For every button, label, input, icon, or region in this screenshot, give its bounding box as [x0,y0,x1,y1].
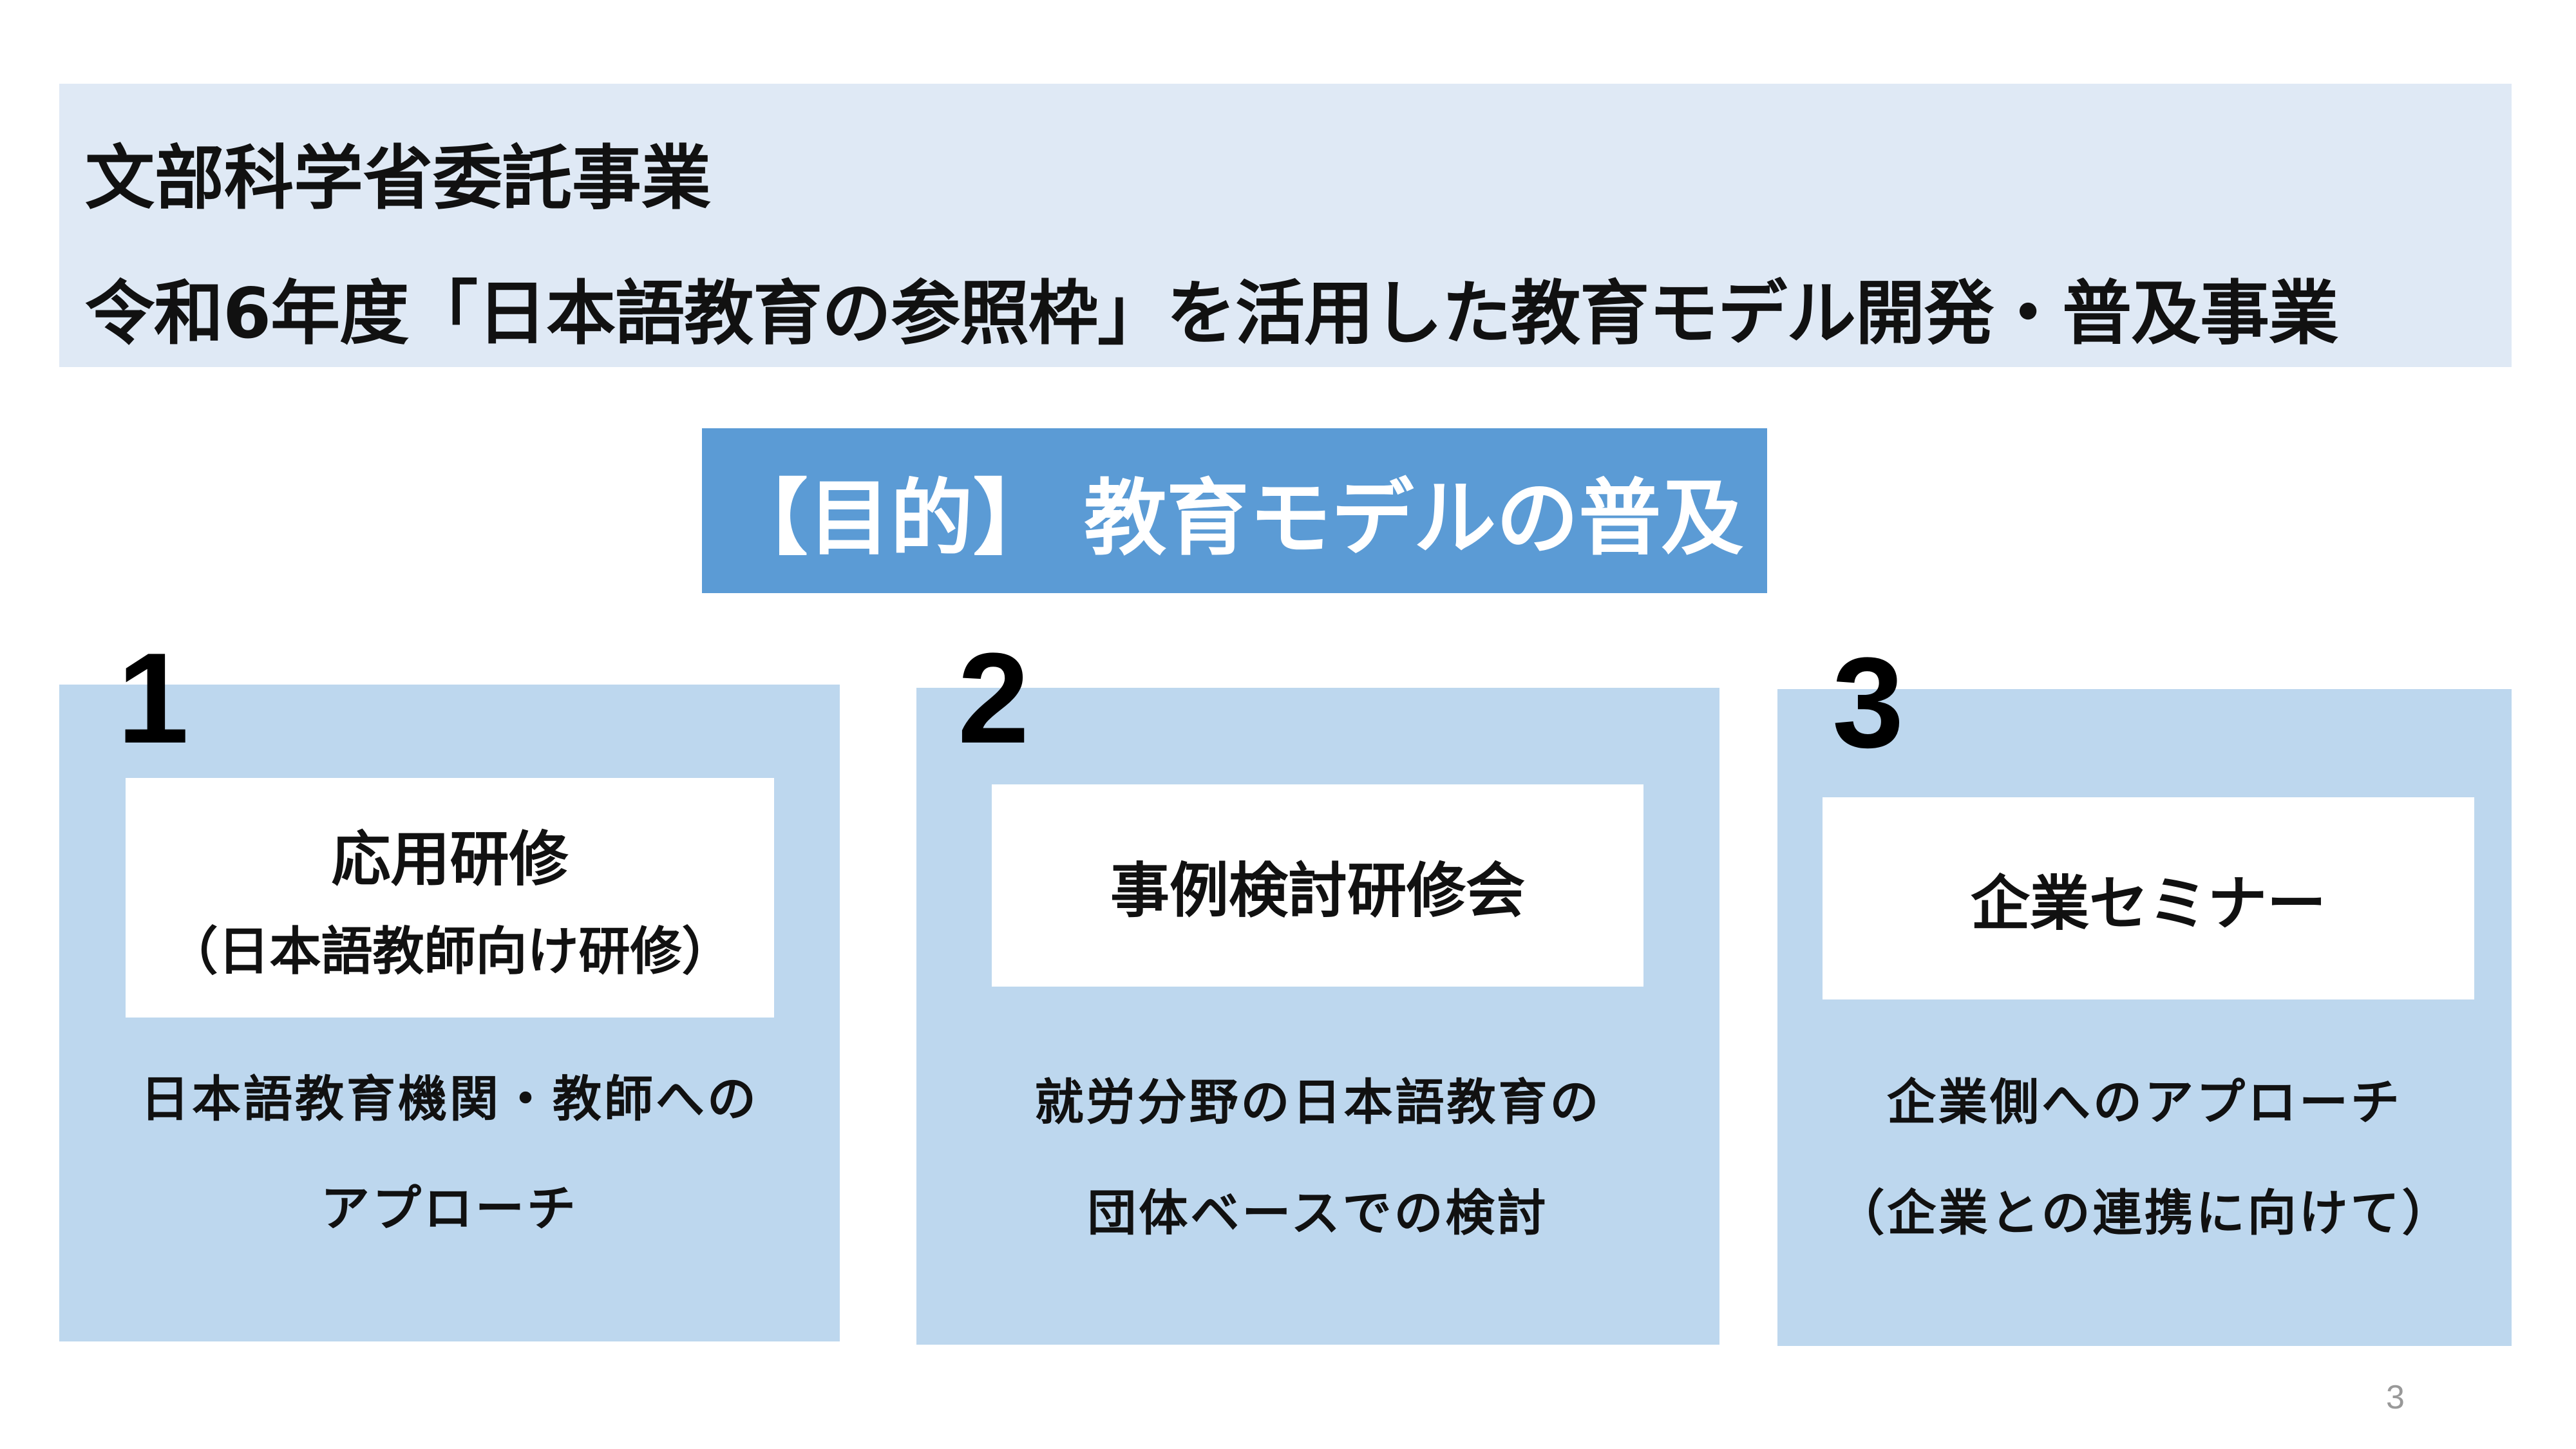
panel-2-card-title: 事例検討研修会 [1110,856,1525,925]
panel-3-desc-line2: （企業との連携に向けて） [1835,1184,2454,1242]
panel-1-card: 応用研修 （日本語教師向け研修） [126,778,774,1018]
panel-3-card: 企業セミナー [1823,797,2474,999]
panel-1-card-title: 応用研修 [331,824,569,894]
panel-3 [1777,689,2512,1346]
panel-2-card: 事例検討研修会 [992,784,1643,987]
purpose-label: 【目的】 教育モデルの普及 [725,470,1744,567]
page-number: 3 [2386,1379,2405,1416]
panel-1-desc-line2: アプローチ [321,1180,578,1237]
panel-3-desc-line1: 企業側へのアプローチ [1887,1074,2402,1131]
header-project-title: 令和6年度「日本語教育の参照枠」を活用した教育モデル開発・普及事業 [85,274,2338,354]
panel-1-number: 1 [117,627,189,770]
panel-1-desc-line1: 日本語教育機関・教師への [140,1070,759,1128]
panel-2-number: 2 [958,627,1030,770]
header-banner: 文部科学省委託事業 令和6年度「日本語教育の参照枠」を活用した教育モデル開発・普… [59,84,2512,367]
panel-2-desc-line2: 団体ベースでの検討 [1087,1184,1549,1242]
panel-3-number: 3 [1832,631,1904,775]
header-project-sponsor: 文部科学省委託事業 [85,138,712,219]
purpose-box: 【目的】 教育モデルの普及 [702,428,1767,593]
panel-2-desc-line1: 就労分野の日本語教育の [1034,1074,1602,1131]
panel-3-card-title: 企業セミナー [1970,869,2326,938]
panel-1-card-subtitle: （日本語教師向け研修） [166,921,734,981]
